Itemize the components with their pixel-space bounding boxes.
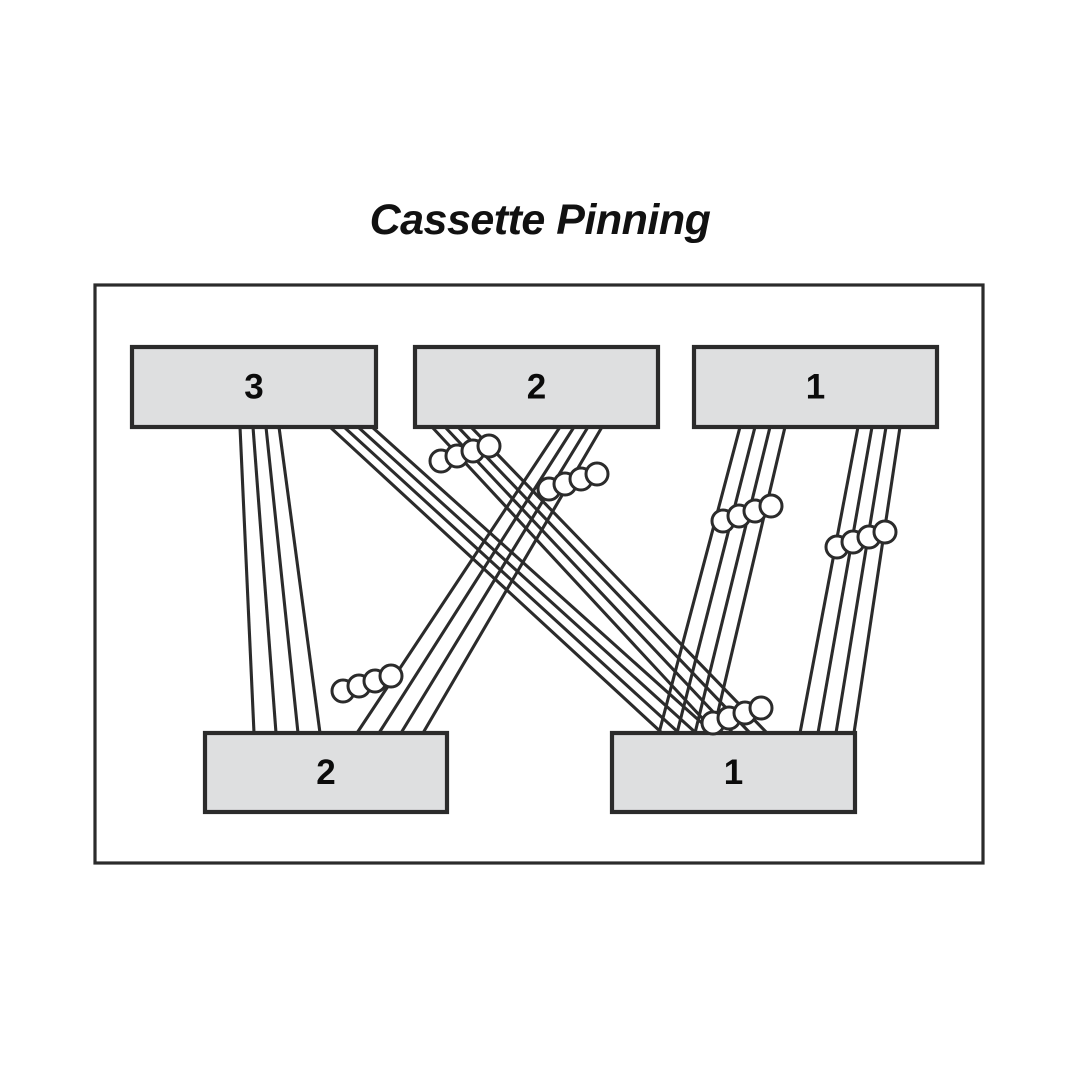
top-cassette-box-3: 3: [129, 344, 379, 430]
cassette-boxes-layer: 3 2 1 2 1: [129, 344, 940, 815]
cassette-box-rect: [202, 730, 450, 815]
wire-line: [675, 426, 757, 734]
diagram-frame: [93, 283, 985, 865]
bottom-cassette-box-2: 2: [202, 730, 450, 815]
wire-line: [238, 426, 256, 734]
cassette-box-label: 1: [806, 367, 825, 406]
wire-line: [356, 425, 698, 735]
wire-bundle-top2-left-to-bottom1: [430, 425, 769, 735]
wire-line: [264, 426, 300, 734]
cassette-box-label: 2: [316, 753, 335, 792]
cassette-box-label: 3: [244, 367, 263, 406]
wire-line: [469, 425, 769, 735]
pin-markers-layer: [330, 433, 898, 736]
pin-marker-circle: [748, 695, 774, 721]
pin-marker-circle: [584, 461, 610, 487]
top-cassette-box-2: 2: [412, 344, 661, 430]
pin-marker-circle: [758, 493, 784, 519]
wire-bundle-top1-left-to-bottom1: [657, 426, 787, 734]
wire-line: [277, 426, 322, 734]
pin-marker-circle: [476, 433, 502, 459]
wire-line: [251, 426, 278, 734]
pin-marker-circle: [378, 663, 404, 689]
cassette-box-rect: [609, 730, 858, 815]
cassette-box-label: 1: [724, 753, 743, 792]
markers-upper-left-cluster: [428, 433, 502, 474]
markers-upper-mid-cluster: [536, 461, 610, 502]
page-title: Cassette Pinning: [369, 196, 711, 244]
markers-right-lower-cluster: [824, 519, 898, 560]
markers-right-upper-cluster: [710, 493, 784, 534]
wire-line: [443, 425, 735, 735]
bottom-cassette-box-1: 1: [609, 730, 858, 815]
wire-line: [430, 425, 718, 735]
cassette-box-rect: [129, 344, 379, 430]
pin-marker-circle: [872, 519, 898, 545]
wire-line: [816, 426, 874, 734]
wire-line: [370, 425, 715, 735]
cassette-box-rect: [412, 344, 661, 430]
cassette-box-label: 2: [527, 367, 546, 406]
wire-line: [657, 426, 742, 734]
wire-bundle-top1-right-to-bottom1: [798, 426, 902, 734]
wire-bundle-top3-left-to-bottom2: [238, 426, 322, 734]
wire-line: [798, 426, 860, 734]
top-cassette-box-1: 1: [691, 344, 940, 430]
wire-line: [852, 426, 902, 734]
markers-bottom-left-cluster: [330, 663, 404, 704]
wire-bundles-layer: [238, 425, 902, 735]
wire-line: [711, 426, 787, 734]
wire-line: [456, 425, 752, 735]
wire-line: [377, 426, 576, 734]
wire-line: [693, 426, 772, 734]
markers-bottom-right-cluster: [700, 695, 774, 736]
wire-line: [834, 426, 888, 734]
cassette-box-rect: [691, 344, 940, 430]
